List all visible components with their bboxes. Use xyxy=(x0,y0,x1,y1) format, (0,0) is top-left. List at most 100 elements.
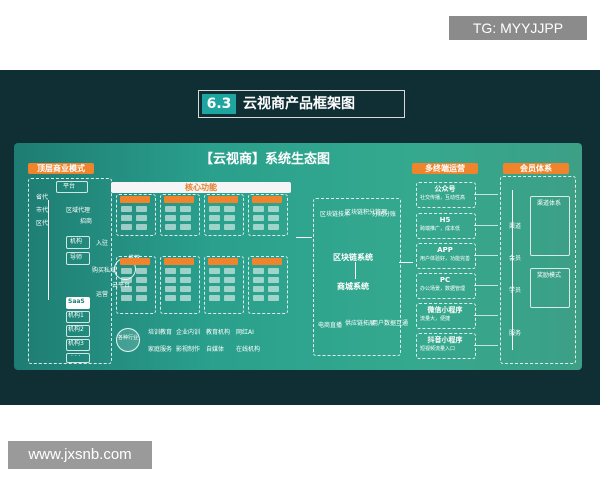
left-vertical-line xyxy=(48,200,49,300)
bc-bottom-2: 供应链拓展 xyxy=(345,320,376,327)
channel-desc: 流量大，便捷 xyxy=(420,316,451,322)
core-row1-card xyxy=(204,194,244,236)
card-cell xyxy=(136,286,147,292)
bc-bottom-3: 用户数据互通 xyxy=(372,320,409,327)
node-city-label: 市代 xyxy=(36,207,49,214)
card-cell xyxy=(224,268,235,274)
node-inst2-label: 机构2 xyxy=(68,326,84,333)
channel-desc: 用户体验好，功能完善 xyxy=(420,256,471,262)
channel-connector xyxy=(474,285,498,286)
card-cell xyxy=(136,206,147,212)
channel-label: 抖音小程序 xyxy=(427,336,463,344)
top-model-area xyxy=(28,178,112,364)
channel-connector xyxy=(474,194,498,195)
card-cell xyxy=(224,286,235,292)
chain-to-mall-line xyxy=(355,262,356,279)
card-cell xyxy=(136,268,147,274)
card-cell xyxy=(180,215,191,221)
channel-label: H5 xyxy=(439,216,451,224)
section-number: 6.3 xyxy=(202,94,236,114)
industry-5: 家庭服务 xyxy=(148,346,173,353)
card-cell xyxy=(268,277,279,283)
card-cell xyxy=(209,206,220,212)
node-inst3-label: 机构3 xyxy=(68,340,84,347)
card-cell xyxy=(121,268,132,274)
core-row2-card xyxy=(248,256,288,314)
card-cell xyxy=(121,215,132,221)
node-inst1-label: 机构1 xyxy=(68,312,84,319)
node-mentor xyxy=(66,252,90,265)
channel-connector xyxy=(474,315,498,316)
card-cell xyxy=(121,224,132,230)
card-cell xyxy=(136,215,147,221)
industry-7: 自媒体 xyxy=(206,346,225,353)
card-cell xyxy=(268,295,279,301)
card-cell xyxy=(209,295,220,301)
channel-desc: 跨端推广，成本低 xyxy=(420,226,461,232)
card-cell xyxy=(253,286,264,292)
node-inst2 xyxy=(66,325,90,337)
member-student: 学员 xyxy=(509,287,522,294)
channel-connector xyxy=(474,255,498,256)
card-cell xyxy=(165,295,176,301)
card-cell xyxy=(224,215,235,221)
card-cell xyxy=(224,206,235,212)
node-inst3 xyxy=(66,339,90,351)
card-header xyxy=(252,196,282,203)
card-cell xyxy=(180,286,191,292)
card-header xyxy=(208,196,238,203)
card-cell xyxy=(253,224,264,230)
chain-to-channel-line xyxy=(399,262,413,263)
card-cell xyxy=(165,224,176,230)
node-province-label: 省代 xyxy=(36,194,49,201)
channel-card xyxy=(416,333,476,359)
card-header xyxy=(208,258,238,265)
multi-channel-header: 多终端运营 xyxy=(412,163,478,174)
card-cell xyxy=(165,215,176,221)
channel-card xyxy=(416,303,476,329)
card-header xyxy=(120,196,150,203)
label-recruit: 招商 xyxy=(80,218,93,225)
card-cell xyxy=(253,215,264,221)
label-regional-agent: 区域代理 xyxy=(66,207,91,214)
core-row1-card xyxy=(160,194,200,236)
industry-2: 企业内训 xyxy=(176,329,201,336)
channel-label: APP xyxy=(437,246,453,254)
blockchain-area xyxy=(313,198,401,356)
channel-label: 微信小程序 xyxy=(427,306,463,314)
label-operate: 运营 xyxy=(96,291,109,298)
industry-4: 网红AI xyxy=(236,329,254,336)
core-to-chain-line xyxy=(296,237,312,238)
node-inst1 xyxy=(66,311,90,323)
industry-8: 在线机构 xyxy=(236,346,261,353)
card-cell xyxy=(180,206,191,212)
top-model-header: 顶层商业模式 xyxy=(28,163,94,174)
card-cell xyxy=(180,295,191,301)
bc-item-2: 区块链积分管理 xyxy=(345,209,388,216)
node-more xyxy=(66,353,90,363)
card-cell xyxy=(253,268,264,274)
card-cell xyxy=(136,277,147,283)
slide-title: 6.3 云视商产品框架图 xyxy=(198,90,405,118)
member-channel: 渠道 xyxy=(509,223,522,230)
bc-item-1: 区块链技术 xyxy=(320,211,351,218)
card-header xyxy=(120,258,150,265)
reward-box xyxy=(530,268,570,308)
watermark-top: TG: MYYJJPP xyxy=(449,16,587,40)
card-cell xyxy=(209,268,220,274)
card-cell xyxy=(165,286,176,292)
card-cell xyxy=(180,277,191,283)
card-cell xyxy=(121,206,132,212)
mall-system-label: 商城系统 xyxy=(337,282,369,291)
industry-3: 教育机构 xyxy=(206,329,231,336)
industries-circle xyxy=(116,328,140,352)
core-row2-card xyxy=(160,256,200,314)
card-cell xyxy=(136,295,147,301)
card-cell xyxy=(180,268,191,274)
core-row1-card xyxy=(116,194,156,236)
card-header xyxy=(164,196,194,203)
node-platform-label: 平台 xyxy=(63,183,76,190)
chain-system-label: 区块链系统 xyxy=(333,253,373,262)
card-cell xyxy=(121,277,132,283)
member-member: 会员 xyxy=(509,255,522,262)
